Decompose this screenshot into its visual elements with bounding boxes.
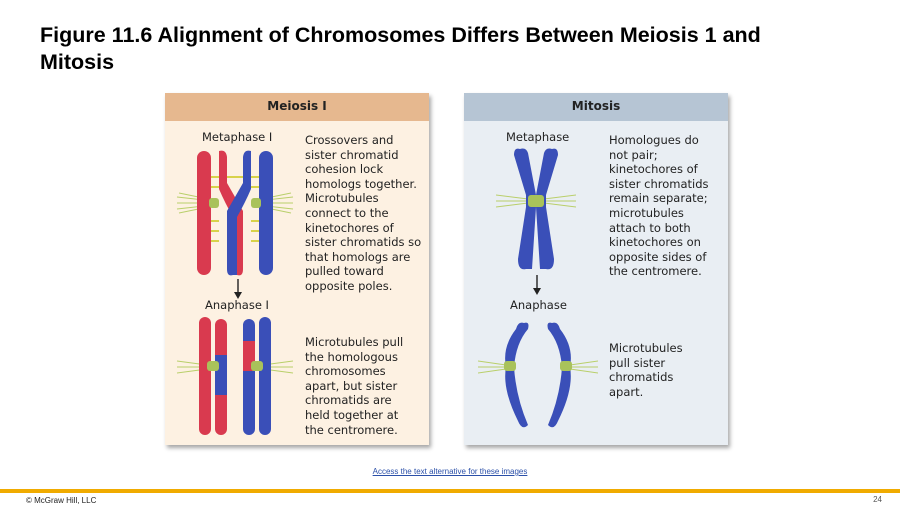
mitosis-anaphase-description: Microtubules pull sister chromatids apar… xyxy=(609,341,683,399)
meiosis-metaphase-illustration xyxy=(176,150,294,276)
meiosis-anaphase-description: Microtubules pull the homologous chromos… xyxy=(305,335,404,437)
mitosis-anaphase-label: Anaphase xyxy=(510,298,567,312)
meiosis-metaphase-label: Metaphase I xyxy=(202,130,273,144)
mitosis-metaphase-illustration xyxy=(496,148,576,270)
meiosis-metaphase-description: Crossovers and sister chromatid cohesion… xyxy=(305,133,422,293)
text-alternative-link[interactable]: Access the text alternative for these im… xyxy=(372,467,528,476)
mitosis-metaphase-label: Metaphase xyxy=(506,130,570,144)
mitosis-metaphase-description: Homologues do not pair; kinetochores of … xyxy=(609,133,709,279)
meiosis-header: Meiosis I xyxy=(165,93,429,121)
meiosis-anaphase-illustration xyxy=(176,317,294,435)
meiosis-stage-arrow xyxy=(234,279,242,299)
copyright-notice: © McGraw Hill, LLC xyxy=(26,496,97,505)
mitosis-panel: Mitosis Metaphase Homologues do not pair… xyxy=(464,93,728,445)
mitosis-anaphase-illustration xyxy=(478,322,598,428)
page-number: 24 xyxy=(873,495,882,504)
footer-divider xyxy=(0,489,900,493)
mitosis-header: Mitosis xyxy=(464,93,728,121)
mitosis-stage-arrow xyxy=(533,275,541,295)
meiosis-panel: Meiosis I Metaphase I Crossovers and sis… xyxy=(165,93,429,445)
slide-title: Figure 11.6 Alignment of Chromosomes Dif… xyxy=(40,23,761,74)
meiosis-anaphase-label: Anaphase I xyxy=(205,298,269,312)
